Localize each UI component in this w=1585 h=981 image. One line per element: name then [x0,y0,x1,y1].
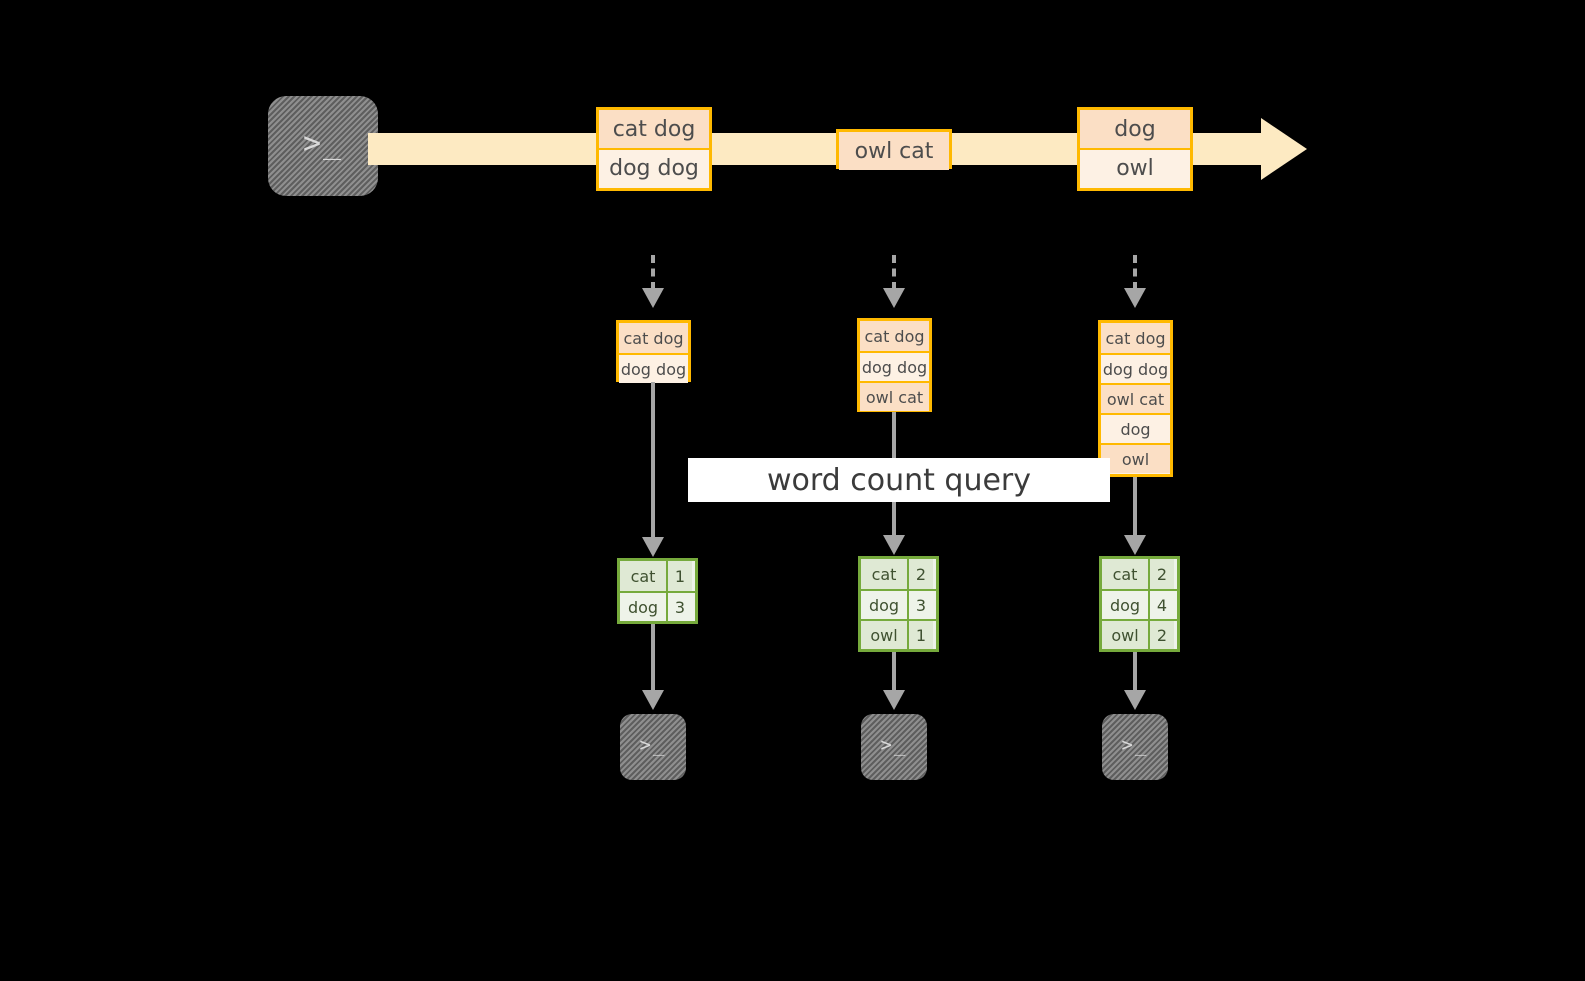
word-count-result: cat 2 dog 4 owl 2 [1099,556,1180,652]
snapshot-line: dog [1101,413,1170,443]
snapshot-connector-arrowhead [883,288,905,308]
snapshot-line: cat dog [860,321,929,351]
result-row: cat 1 [620,561,695,591]
result-row: dog 4 [1102,589,1177,619]
result-count: 1 [907,621,933,649]
record-line: owl cat [839,132,949,170]
stream-record: cat dog dog dog [596,107,712,191]
result-word: cat [861,559,907,589]
query-connector [651,382,655,540]
sink-connector-arrowhead [642,690,664,710]
stream-record: owl cat [836,129,952,170]
result-row: owl 1 [861,619,936,649]
sink-terminal-icon: >_ [620,714,686,780]
word-count-result: cat 1 dog 3 [617,558,698,624]
result-row: dog 3 [620,591,695,621]
sink-connector-arrowhead [1124,690,1146,710]
terminal-prompt-glyph: >_ [880,734,908,756]
snapshot-line: dog dog [860,351,929,381]
snapshot-line: owl [1101,443,1170,473]
snapshot-line: owl cat [860,381,929,411]
result-word: owl [861,621,907,649]
query-label: word count query [688,458,1110,502]
sink-connector-arrowhead [883,690,905,710]
sink-connector [892,652,896,692]
snapshot-connector-arrowhead [1124,288,1146,308]
snapshot-line: owl cat [1101,383,1170,413]
snapshot-connector-arrowhead [642,288,664,308]
state-snapshot: cat dog dog dog [616,320,691,383]
result-word: cat [1102,559,1148,589]
snapshot-dashed-connector [1133,255,1137,290]
result-word: dog [861,591,907,619]
source-terminal-icon: >_ [268,96,378,196]
result-count: 2 [1148,621,1174,649]
word-count-result: cat 2 dog 3 owl 1 [858,556,939,652]
terminal-prompt-glyph: >_ [1121,734,1149,756]
result-count: 4 [1148,591,1174,619]
stream-arrowhead [1261,118,1307,180]
result-count: 3 [907,591,933,619]
result-count: 2 [1148,559,1174,589]
state-snapshot: cat dog dog dog owl cat [857,318,932,412]
record-line: owl [1080,148,1190,186]
stream-record: dog owl [1077,107,1193,191]
result-row: owl 2 [1102,619,1177,649]
snapshot-dashed-connector [892,255,896,290]
result-word: cat [620,561,666,591]
snapshot-line: dog dog [619,353,688,383]
result-word: dog [1102,591,1148,619]
result-row: dog 3 [861,589,936,619]
result-row: cat 2 [861,559,936,589]
snapshot-line: cat dog [1101,323,1170,353]
result-count: 1 [666,561,692,591]
record-line: dog dog [599,148,709,186]
sink-terminal-icon: >_ [1102,714,1168,780]
snapshot-line: cat dog [619,323,688,353]
result-count: 3 [666,593,692,621]
query-connector-arrowhead [642,537,664,557]
snapshot-dashed-connector [651,255,655,290]
result-row: cat 2 [1102,559,1177,589]
sink-connector [1133,652,1137,692]
state-snapshot: cat dog dog dog owl cat dog owl [1098,320,1173,477]
result-word: dog [620,593,666,621]
snapshot-line: dog dog [1101,353,1170,383]
record-line: dog [1080,110,1190,148]
query-connector [1133,477,1137,538]
terminal-prompt-glyph: >_ [302,126,344,161]
record-line: cat dog [599,110,709,148]
query-connector-arrowhead [1124,535,1146,555]
terminal-prompt-glyph: >_ [639,734,667,756]
result-count: 2 [907,559,933,589]
sink-terminal-icon: >_ [861,714,927,780]
sink-connector [651,624,655,692]
query-label-text: word count query [766,462,1032,498]
query-connector-arrowhead [883,535,905,555]
result-word: owl [1102,621,1148,649]
